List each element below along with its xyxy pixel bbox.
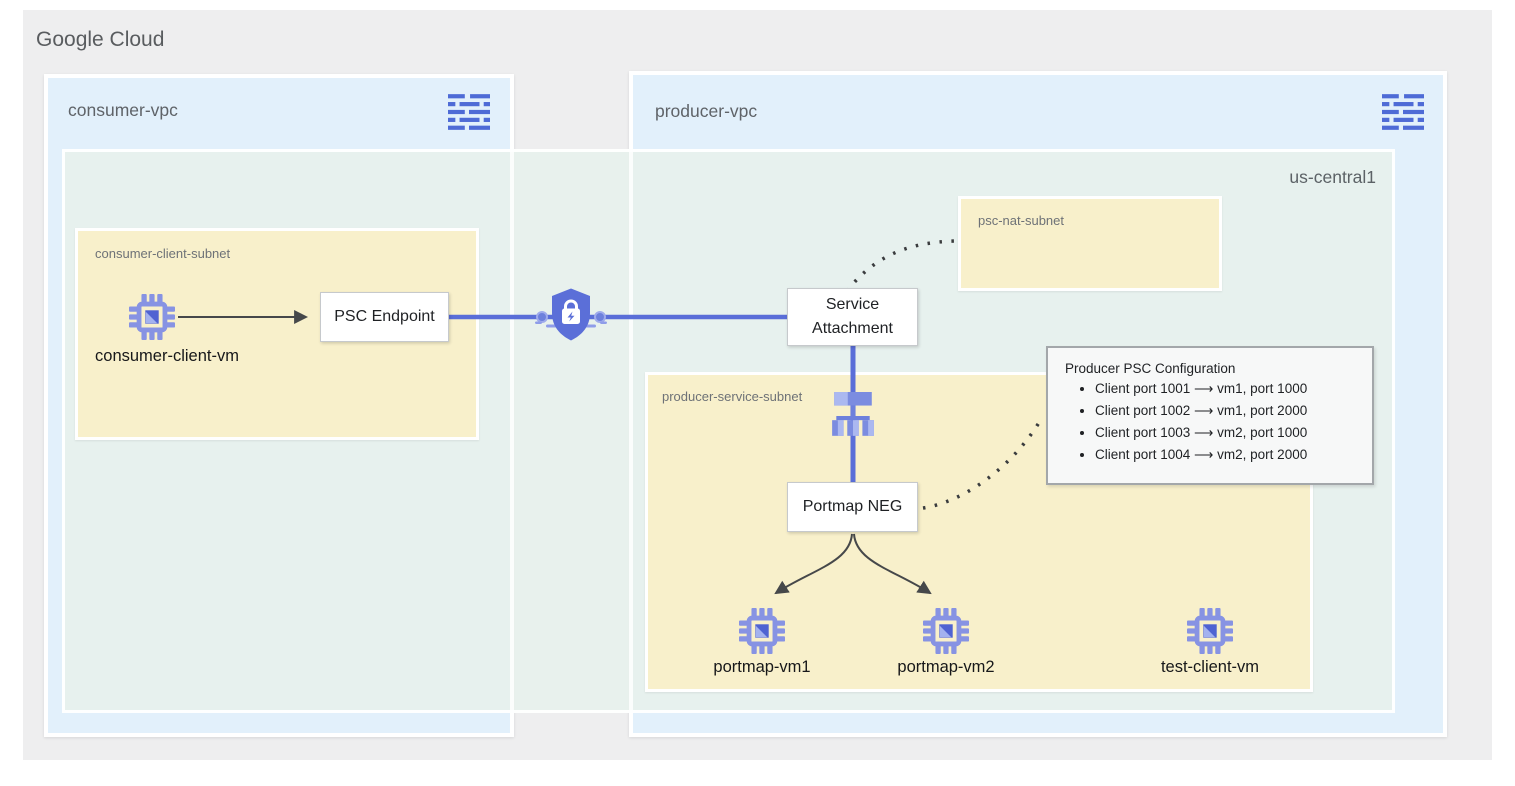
vpc-network-icon <box>1382 94 1424 135</box>
test-client-vm-label: test-client-vm <box>1160 658 1260 676</box>
portmap-neg-node: Portmap NEG <box>787 482 918 532</box>
service-attachment-node: Service Attachment <box>787 288 918 346</box>
google-cloud-title: Google Cloud <box>36 28 165 51</box>
portmap-vm2-icon <box>923 608 969 659</box>
vpc-border-line <box>510 152 514 710</box>
psc-nat-subnet-label: psc-nat-subnet <box>978 213 1064 228</box>
portmap-vm2-label: portmap-vm2 <box>897 658 995 676</box>
producer-service-subnet-label: producer-service-subnet <box>662 389 803 404</box>
producer-psc-config-title: Producer PSC Configuration <box>1065 361 1236 376</box>
psc-endpoint-label: PSC Endpoint <box>334 308 435 325</box>
region-label: us-central1 <box>1289 167 1376 187</box>
portmap-vm1-label: portmap-vm1 <box>713 658 811 676</box>
producer-psc-config-list: Client port 1001 ⟶ vm1, port 1000 Client… <box>1065 379 1364 465</box>
consumer-client-vm-icon <box>129 294 175 345</box>
psc-nat-subnet-box: psc-nat-subnet <box>958 196 1222 291</box>
vpc-network-icon <box>448 94 490 135</box>
producer-vpc-label: producer-vpc <box>655 101 758 121</box>
load-balancer-icon <box>830 392 876 445</box>
consumer-vpc-label: consumer-vpc <box>68 100 178 120</box>
private-service-connect-lock-icon <box>534 286 608 349</box>
config-item: Client port 1001 ⟶ vm1, port 1000 <box>1095 379 1364 399</box>
consumer-client-subnet-label: consumer-client-subnet <box>95 246 231 261</box>
producer-psc-config-box: Producer PSC Configuration Client port 1… <box>1046 346 1374 485</box>
consumer-client-vm-label: consumer-client-vm <box>95 347 239 365</box>
test-client-vm-icon <box>1187 608 1233 659</box>
config-item: Client port 1002 ⟶ vm1, port 2000 <box>1095 401 1364 421</box>
config-item: Client port 1004 ⟶ vm2, port 2000 <box>1095 445 1364 465</box>
service-attachment-label: Service Attachment <box>812 296 893 337</box>
portmap-vm1-icon <box>739 608 785 659</box>
vpc-border-line <box>629 152 633 710</box>
psc-endpoint-node: PSC Endpoint <box>320 292 449 342</box>
portmap-neg-label: Portmap NEG <box>802 498 903 515</box>
config-item: Client port 1003 ⟶ vm2, port 1000 <box>1095 423 1364 443</box>
